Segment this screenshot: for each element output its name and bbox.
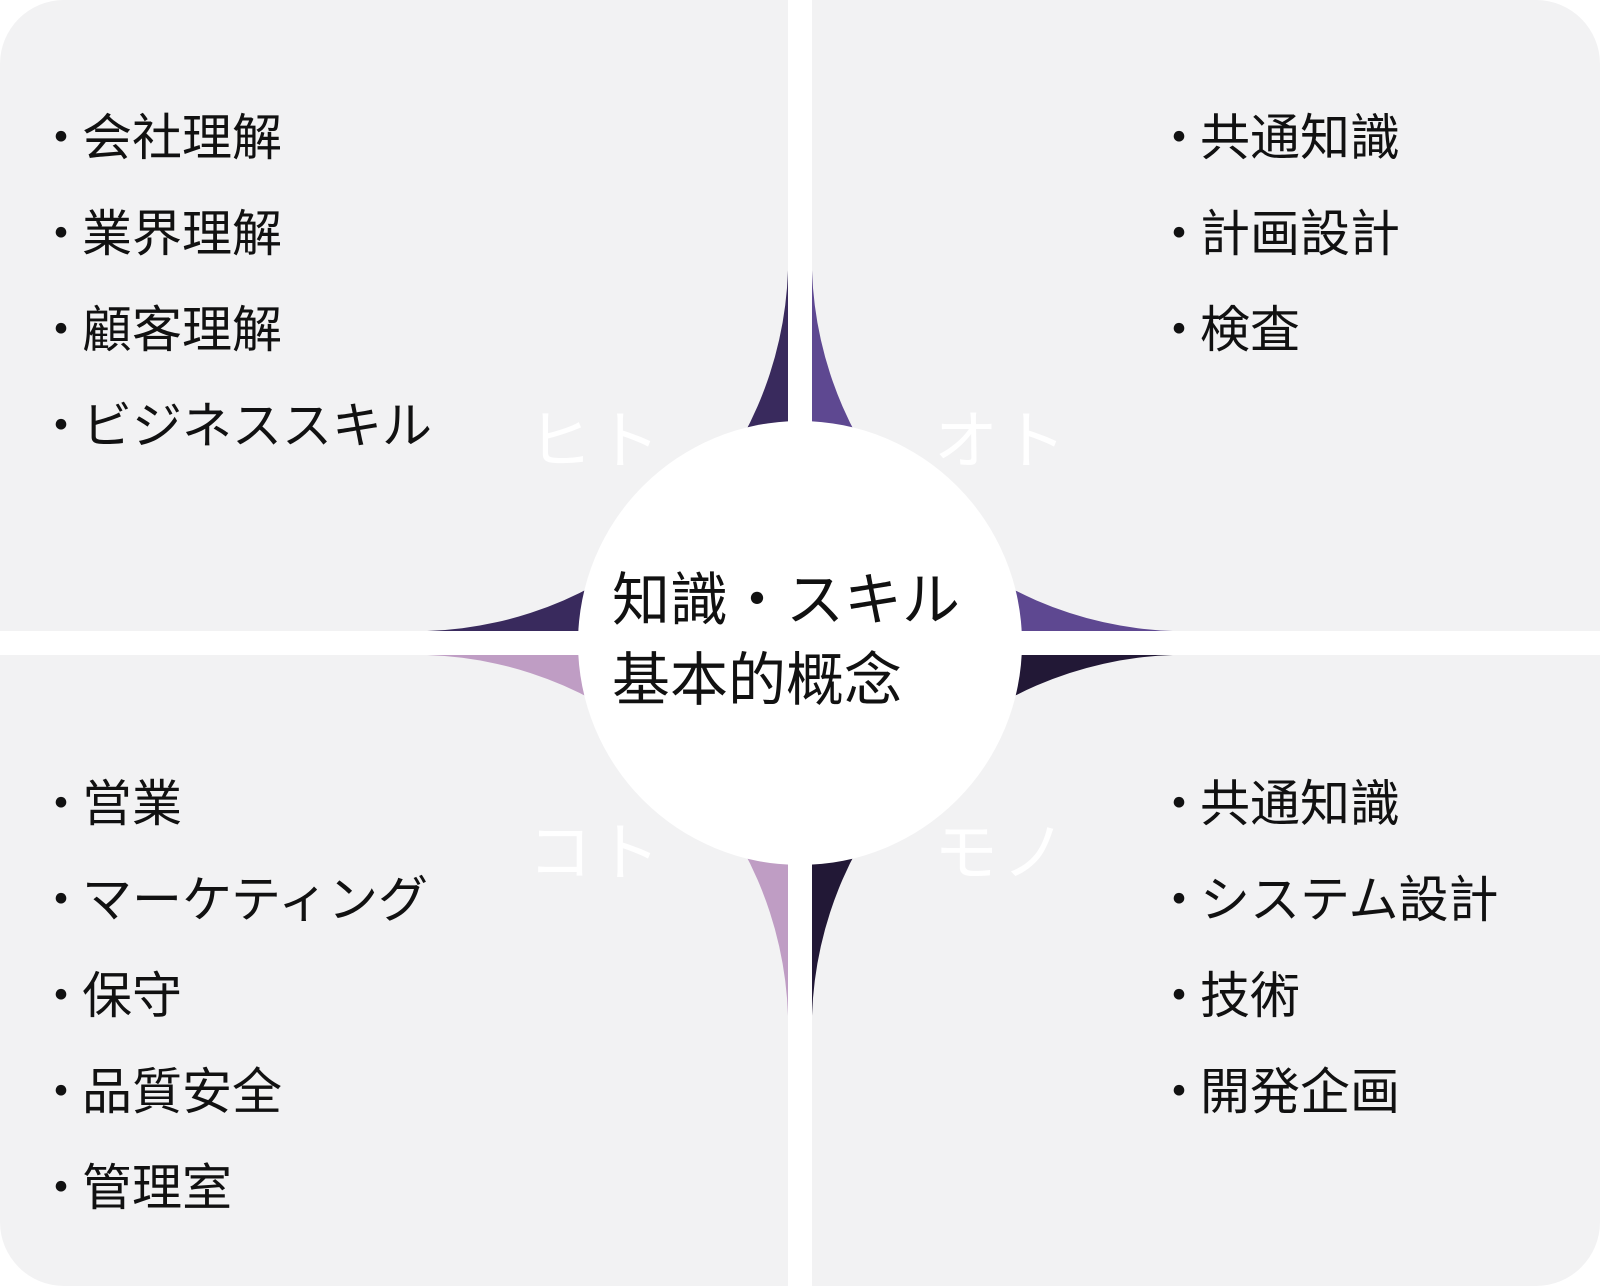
list-item: 品質安全 xyxy=(36,1044,428,1140)
list-item: 開発企画 xyxy=(1154,1044,1499,1140)
list-item: 技術 xyxy=(1154,948,1499,1044)
list-item: 共通知識 xyxy=(1154,90,1400,186)
list-item: 顧客理解 xyxy=(36,282,432,378)
list-item: 管理室 xyxy=(36,1140,428,1236)
list-item: ビジネススキル xyxy=(36,378,432,474)
list-item: マーケティング xyxy=(36,852,428,948)
segment-label-mono: モノ xyxy=(934,817,1070,891)
list-item: 業界理解 xyxy=(36,186,432,282)
list-item: 共通知識 xyxy=(1154,756,1499,852)
segment-label-oto: オト xyxy=(934,405,1070,479)
list-item: 保守 xyxy=(36,948,428,1044)
list-item: 検査 xyxy=(1154,282,1400,378)
list-item: 営業 xyxy=(36,756,428,852)
list-item: 会社理解 xyxy=(36,90,432,186)
list-top-right: 共通知識 計画設計 検査 xyxy=(1154,90,1400,378)
center-title: 知識・スキル 基本的概念 xyxy=(612,560,1012,720)
list-bottom-left: 営業 マーケティング 保守 品質安全 管理室 xyxy=(36,756,428,1236)
center-title-line-1: 知識・スキル xyxy=(612,566,961,634)
list-bottom-right: 共通知識 システム設計 技術 開発企画 xyxy=(1154,756,1499,1140)
center-title-line-2: 基本的概念 xyxy=(612,646,903,714)
list-item: システム設計 xyxy=(1154,852,1499,948)
segment-label-koto: コト xyxy=(528,817,664,891)
center-circle xyxy=(578,421,1022,865)
segment-label-hito: ヒト xyxy=(528,405,664,479)
list-item: 計画設計 xyxy=(1154,186,1400,282)
list-top-left: 会社理解 業界理解 顧客理解 ビジネススキル xyxy=(36,90,432,474)
